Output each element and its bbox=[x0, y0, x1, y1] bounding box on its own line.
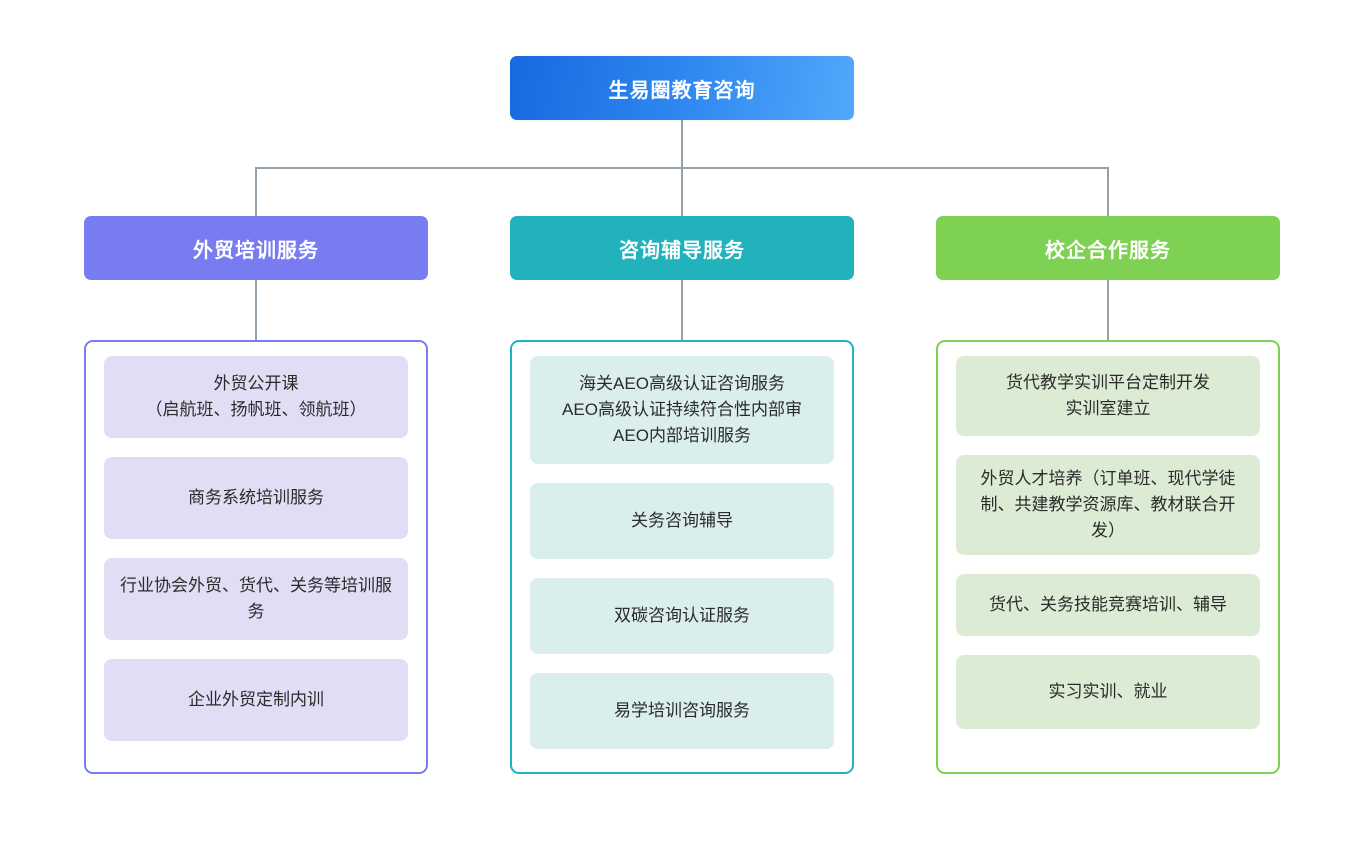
leaf-item[interactable]: 海关AEO高级认证咨询服务 AEO高级认证持续符合性内部审 AEO内部培训服务 bbox=[530, 356, 834, 464]
root-node[interactable]: 生易圈教育咨询 bbox=[510, 56, 854, 120]
branch-header-label-1: 外贸培训服务 bbox=[193, 239, 319, 262]
connector-root-stem bbox=[681, 120, 683, 168]
branch-column-1: 外贸培训服务 外贸公开课 （启航班、扬帆班、领航班） 商务系统培训服务 行业协会… bbox=[84, 216, 428, 774]
connector-header-body-2 bbox=[681, 280, 683, 340]
branch-body-3: 货代教学实训平台定制开发 实训室建立 外贸人才培养（订单班、现代学徒制、共建教学… bbox=[936, 340, 1280, 774]
leaf-item[interactable]: 商务系统培训服务 bbox=[104, 457, 408, 539]
connector-drop-branch-2 bbox=[681, 167, 683, 216]
connector-drop-branch-1 bbox=[255, 167, 257, 216]
leaf-item[interactable]: 外贸人才培养（订单班、现代学徒制、共建教学资源库、教材联合开发） bbox=[956, 455, 1260, 555]
leaf-item[interactable]: 外贸公开课 （启航班、扬帆班、领航班） bbox=[104, 356, 408, 438]
branch-header-2[interactable]: 咨询辅导服务 bbox=[510, 216, 854, 280]
leaf-item[interactable]: 货代、关务技能竞赛培训、辅导 bbox=[956, 574, 1260, 636]
branch-column-2: 咨询辅导服务 海关AEO高级认证咨询服务 AEO高级认证持续符合性内部审 AEO… bbox=[510, 216, 854, 774]
leaf-item[interactable]: 行业协会外贸、货代、关务等培训服务 bbox=[104, 558, 408, 640]
connector-header-body-1 bbox=[255, 280, 257, 340]
leaf-item[interactable]: 企业外贸定制内训 bbox=[104, 659, 408, 741]
branch-header-3[interactable]: 校企合作服务 bbox=[936, 216, 1280, 280]
branch-body-1: 外贸公开课 （启航班、扬帆班、领航班） 商务系统培训服务 行业协会外贸、货代、关… bbox=[84, 340, 428, 774]
branch-column-3: 校企合作服务 货代教学实训平台定制开发 实训室建立 外贸人才培养（订单班、现代学… bbox=[936, 216, 1280, 774]
connector-drop-branch-3 bbox=[1107, 167, 1109, 216]
connector-header-body-3 bbox=[1107, 280, 1109, 340]
leaf-item[interactable]: 双碳咨询认证服务 bbox=[530, 578, 834, 654]
leaf-item[interactable]: 关务咨询辅导 bbox=[530, 483, 834, 559]
leaf-item[interactable]: 货代教学实训平台定制开发 实训室建立 bbox=[956, 356, 1260, 436]
branch-body-2: 海关AEO高级认证咨询服务 AEO高级认证持续符合性内部审 AEO内部培训服务 … bbox=[510, 340, 854, 774]
leaf-item[interactable]: 实习实训、就业 bbox=[956, 655, 1260, 729]
branch-header-1[interactable]: 外贸培训服务 bbox=[84, 216, 428, 280]
leaf-item[interactable]: 易学培训咨询服务 bbox=[530, 673, 834, 749]
branch-header-label-2: 咨询辅导服务 bbox=[619, 239, 745, 262]
branch-header-label-3: 校企合作服务 bbox=[1045, 239, 1171, 262]
root-node-label: 生易圈教育咨询 bbox=[608, 79, 756, 102]
